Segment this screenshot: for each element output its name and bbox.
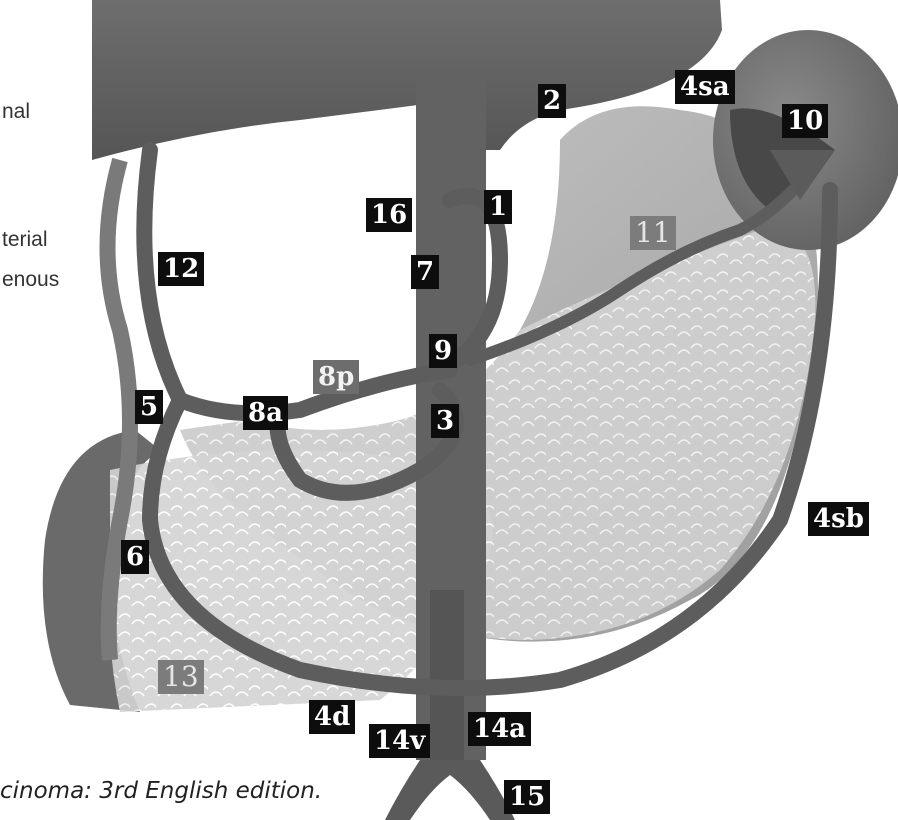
station-16-label: 16 <box>366 198 412 232</box>
iliac-bifurcation <box>385 760 515 820</box>
station-15-label: 15 <box>504 780 550 814</box>
station-7-label: 7 <box>411 255 439 289</box>
station-4sa-label: 4sa <box>675 70 735 104</box>
station-9-label: 9 <box>429 334 457 368</box>
aorta-inner <box>430 590 464 760</box>
station-4sb-label: 4sb <box>808 502 869 536</box>
station-11-label: 11 <box>630 216 676 250</box>
station-1-label: 1 <box>484 190 512 224</box>
figure-caption: cinoma: 3rd English edition. <box>0 778 322 804</box>
station-5-label: 5 <box>135 390 163 424</box>
station-13-label: 13 <box>158 660 204 694</box>
side-text-3: enous <box>2 268 59 292</box>
station-8a-label: 8a <box>243 396 288 430</box>
side-text-1: nal <box>2 100 30 124</box>
station-12-label: 12 <box>158 252 204 286</box>
station-3-label: 3 <box>431 404 459 438</box>
station-14v-label: 14v <box>369 724 430 758</box>
station-2-label: 2 <box>538 84 566 118</box>
station-10-label: 10 <box>782 104 828 138</box>
side-text-2: terial <box>2 228 48 252</box>
station-14a-label: 14a <box>468 712 531 746</box>
station-8p-label: 8p <box>313 360 359 394</box>
station-4d-label: 4d <box>309 700 355 734</box>
station-6-label: 6 <box>121 540 149 574</box>
